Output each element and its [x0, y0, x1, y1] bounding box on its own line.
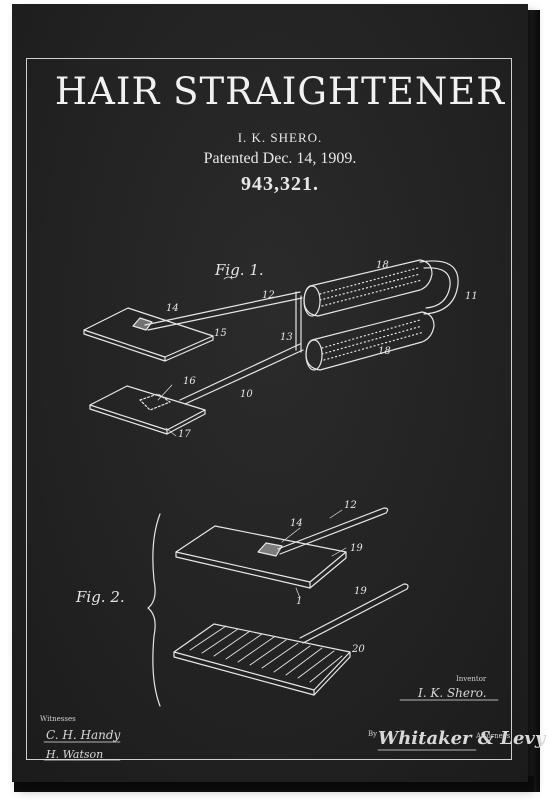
- ref-numeral: 12: [344, 500, 357, 511]
- ref-numeral: 1: [296, 596, 302, 607]
- patent-date: Patented Dec. 14, 1909.: [203, 150, 357, 167]
- fig2-upper-plate: [175, 507, 389, 589]
- fig2-lower-plate: [173, 583, 409, 696]
- inventor-name: I. K. SHERO.: [237, 130, 323, 145]
- patent-title: HAIR STRAIGHTENER: [54, 70, 506, 113]
- patent-number: 943,321.: [241, 173, 319, 195]
- fig2-bracket: [147, 513, 161, 707]
- attorney-signature: Whitaker & Levy: [378, 728, 546, 749]
- ref-numeral: 19: [354, 586, 367, 597]
- patent-border: [26, 58, 512, 760]
- fig1-upper-rod: [144, 291, 301, 326]
- witness-signature-2: H. Watson: [46, 748, 104, 761]
- fig1-heater-lower: [305, 311, 435, 371]
- ref-numeral: 19: [350, 543, 363, 554]
- ref-numeral: 10: [240, 389, 253, 400]
- ref-numeral: 18: [376, 260, 389, 271]
- fig1-heater-upper: [303, 259, 433, 317]
- witness-signature-1: C. H. Handy: [46, 728, 121, 742]
- patent-drawing: Fig. 1. 18 12 11: [43, 259, 499, 761]
- canvas-print: [12, 4, 528, 782]
- ref-numeral: 18: [378, 346, 391, 357]
- ref-numeral: 16: [183, 376, 196, 387]
- by-label: By: [368, 730, 378, 738]
- ref-numeral: 20: [351, 644, 365, 655]
- inventor-label: Inventor: [456, 675, 487, 683]
- attorneys-label: Attorneys: [476, 732, 511, 740]
- inventor-signature: I. K. Shero.: [418, 686, 487, 700]
- fig1-lower-paddle: [89, 385, 206, 435]
- witnesses-label: Witnesses: [40, 715, 76, 723]
- ref-numeral: 11: [465, 291, 478, 302]
- ref-numeral: 14: [290, 518, 303, 529]
- fig1-spring-loop: [419, 260, 459, 315]
- fig1-upper-paddle: [83, 307, 214, 362]
- ref-numeral: 13: [280, 332, 293, 343]
- fig1-label: Fig. 1.: [214, 261, 264, 279]
- fig2-label: Fig. 2.: [75, 588, 125, 606]
- ref-numeral: 12: [262, 290, 275, 301]
- ref-numeral: 15: [214, 328, 227, 339]
- ref-numeral: 17: [178, 429, 191, 440]
- ref-numeral: 14: [166, 303, 179, 314]
